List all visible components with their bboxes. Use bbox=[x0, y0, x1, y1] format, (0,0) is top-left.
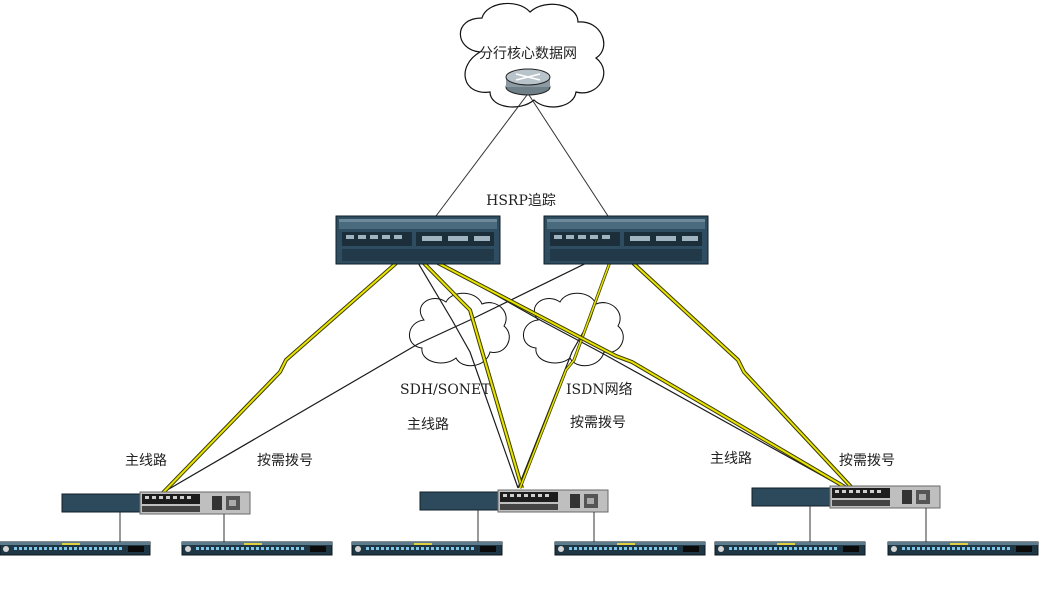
aggregation-router-left bbox=[335, 215, 501, 265]
sdh-sonet-label: SDH/SONET bbox=[400, 382, 491, 398]
primary-link-mid-isdn bbox=[518, 250, 616, 489]
branch-router-right bbox=[751, 485, 941, 509]
primary-link-mid bbox=[410, 249, 524, 489]
core-router-icon bbox=[505, 68, 551, 96]
branch-router-mid bbox=[419, 489, 609, 513]
aggregation-router-right bbox=[543, 215, 709, 265]
dial-link-mid-a bbox=[410, 250, 519, 489]
primary-link-cross bbox=[414, 249, 852, 492]
dial-link-left bbox=[149, 250, 612, 501]
core-link-left bbox=[435, 94, 528, 217]
access-switch-1 bbox=[0, 541, 151, 556]
isdn-label: ISDN网络 bbox=[566, 382, 633, 398]
isdn-cloud bbox=[523, 292, 624, 367]
primary-line-label-right: 主线路 bbox=[710, 451, 752, 467]
branch-router-left bbox=[61, 491, 251, 515]
sdh-sonet-cloud bbox=[409, 292, 510, 367]
access-switch-3 bbox=[351, 541, 503, 556]
core-network-cloud: 分行核心数据网 bbox=[459, 2, 605, 108]
access-switch-6 bbox=[887, 541, 1039, 556]
primary-link-right bbox=[618, 249, 856, 492]
hsrp-label: HSRP追踪 bbox=[486, 193, 556, 209]
access-switch-4 bbox=[554, 541, 706, 556]
primary-link-left bbox=[154, 249, 412, 502]
core-cloud-label: 分行核心数据网 bbox=[479, 46, 577, 62]
core-link-right bbox=[528, 94, 609, 217]
primary-line-label-left: 主线路 bbox=[125, 453, 167, 469]
primary-line-label-mid: 主线路 bbox=[407, 417, 449, 433]
access-switch-5 bbox=[714, 541, 866, 556]
dial-label-right: 按需拨号 bbox=[839, 453, 895, 469]
dial-label-mid: 按需拨号 bbox=[570, 415, 626, 431]
dial-label-left: 按需拨号 bbox=[257, 453, 313, 469]
access-switch-2 bbox=[181, 541, 333, 556]
